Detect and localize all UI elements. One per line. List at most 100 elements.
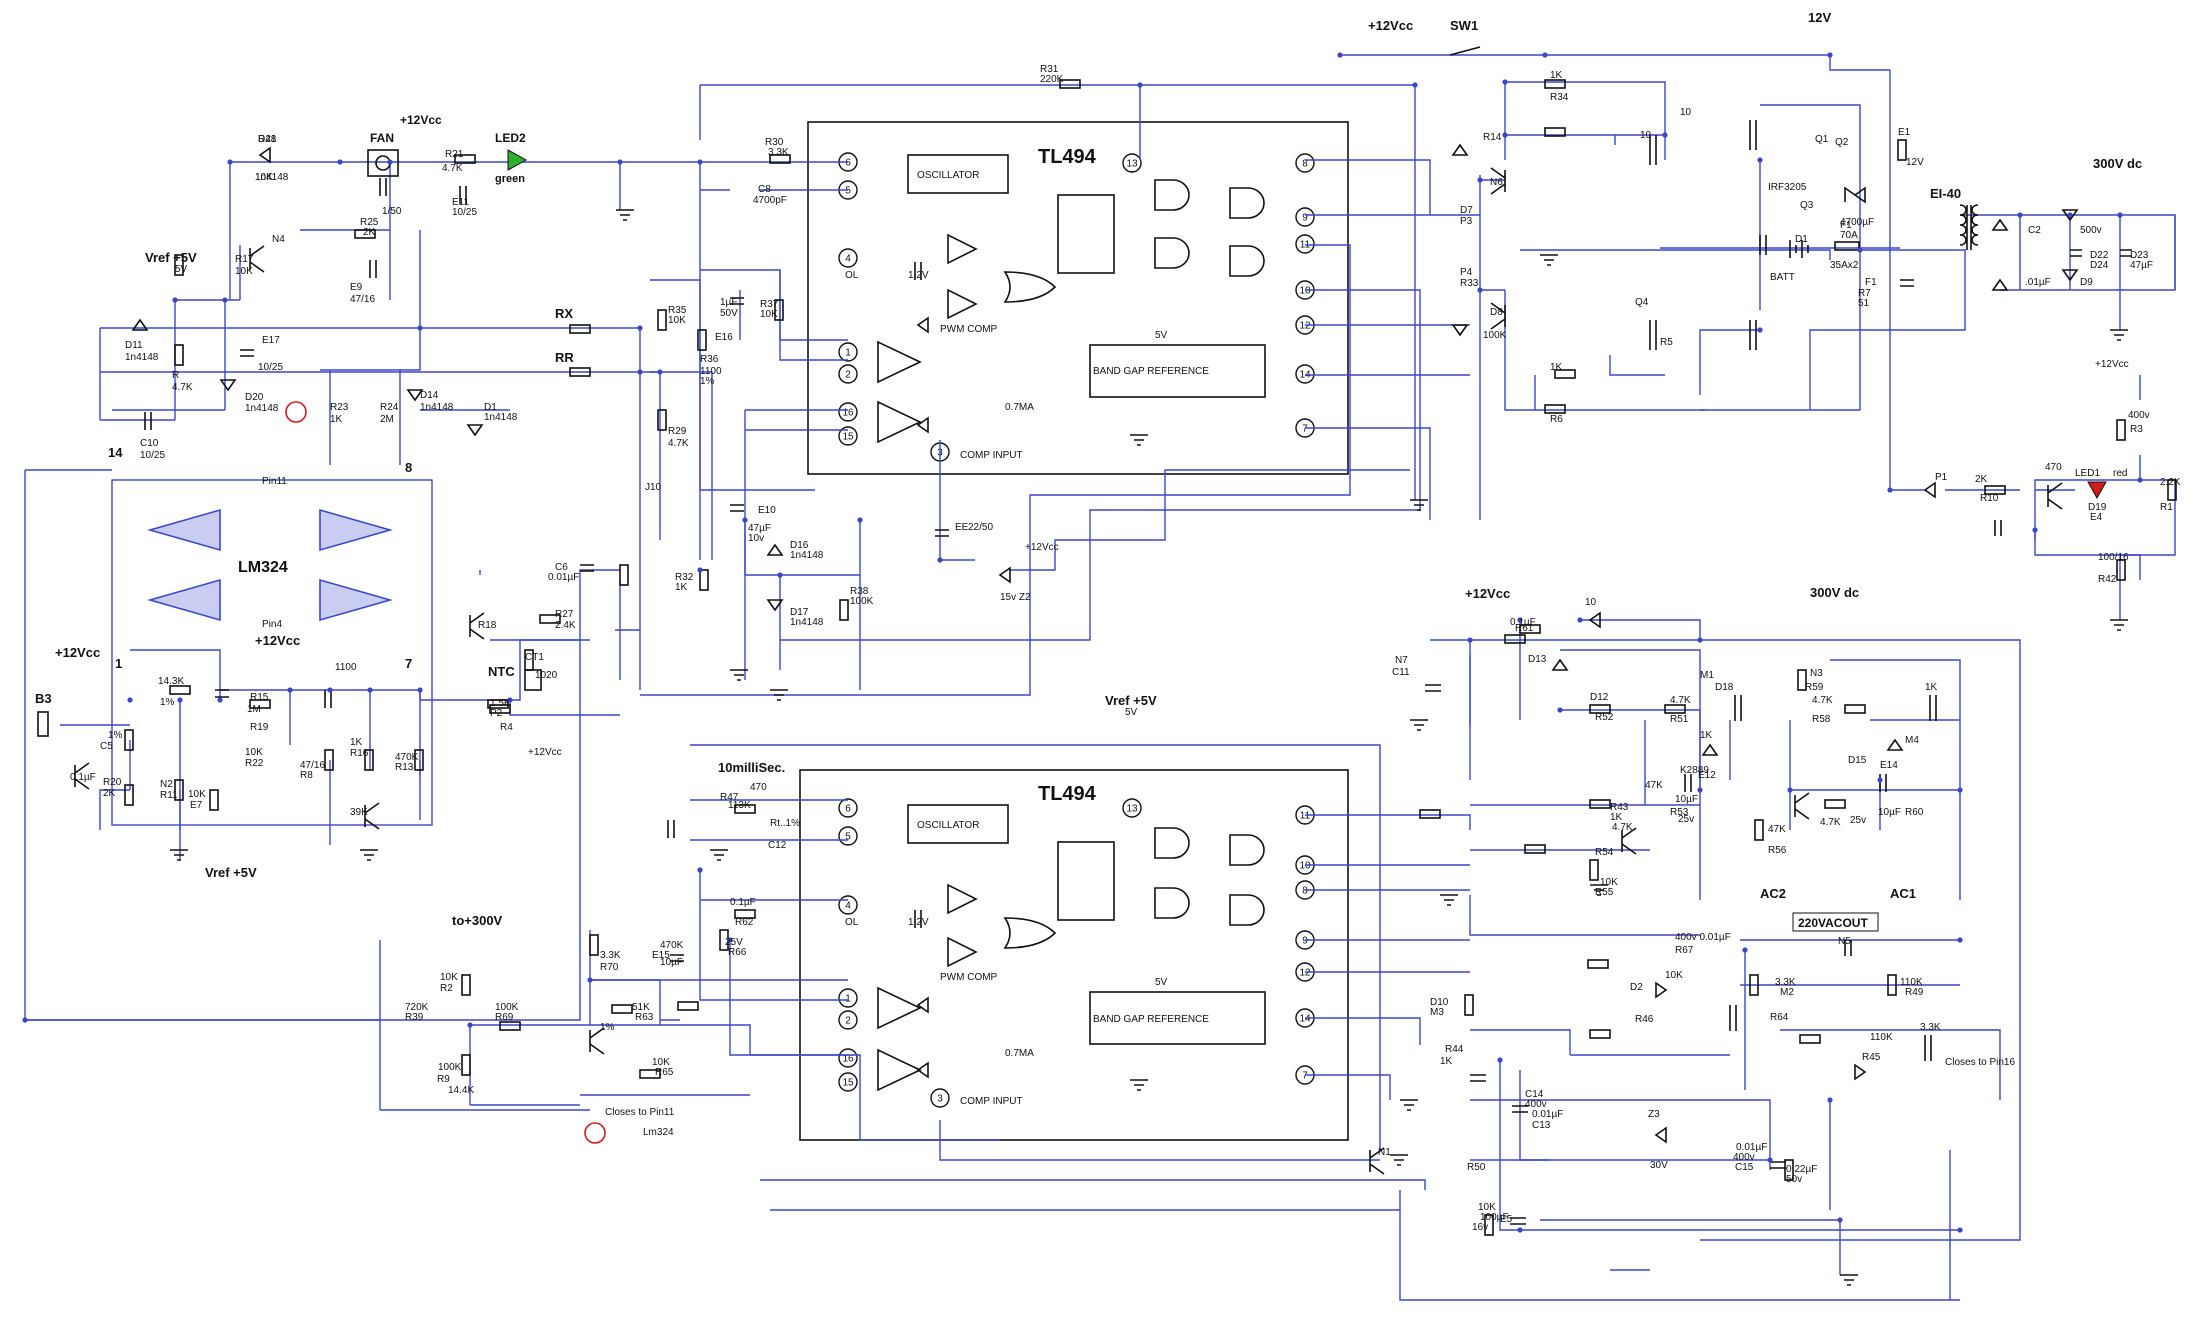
- component-label: E17: [262, 335, 280, 346]
- label-z3v: 30V: [1650, 1160, 1668, 1171]
- component-label: 10µF: [1878, 807, 1901, 818]
- led-markers: [285, 149, 2107, 1144]
- component-label: R22: [245, 758, 264, 769]
- label-ct1: CT1: [525, 652, 544, 663]
- label-lm324-small: Lm324: [643, 1127, 674, 1138]
- label-ntc: NTC: [488, 664, 515, 679]
- junction-dot: [1497, 1057, 1503, 1063]
- junction-dot: [1577, 617, 1583, 623]
- label-vref-mid: Vref +5V: [1105, 693, 1157, 708]
- component-label: R34: [1550, 92, 1569, 103]
- pins_top-pin-label-13: 13: [1126, 159, 1138, 170]
- component-label: K2889: [1680, 765, 1709, 776]
- pins_bottom-pin-label-8: 8: [1302, 886, 1308, 897]
- pins_top-pin-label-5: 5: [845, 186, 851, 197]
- component-label: D8: [1490, 307, 1503, 318]
- component-label: R63: [635, 1012, 654, 1023]
- component-label: 1100: [335, 662, 357, 673]
- junction-dot: [417, 325, 423, 331]
- component-label: 110K: [1870, 1032, 1893, 1043]
- component-label: R56: [1768, 845, 1787, 856]
- component-label: R18: [478, 620, 497, 631]
- component-label: E1: [1898, 127, 1911, 138]
- junction-dot: [1477, 177, 1483, 183]
- component-label: 1%: [600, 1022, 615, 1033]
- junction-dot: [172, 297, 178, 303]
- component-label: 1n4148: [420, 402, 454, 413]
- pins_top-pin-4: [838, 248, 858, 268]
- tl494-bottom-oscillator: OSCILLATOR: [917, 820, 979, 831]
- component-label: 22/50: [968, 522, 993, 533]
- label-f1: F1: [1840, 220, 1852, 231]
- junction-dot: [2067, 212, 2073, 218]
- label-led2: LED2: [495, 131, 526, 145]
- component-label: 0.22µF: [1786, 1164, 1817, 1175]
- component-label: D1: [484, 402, 497, 413]
- pins_bottom-pin-label-2: 2: [845, 1016, 851, 1027]
- component-label: D7: [1460, 205, 1473, 216]
- pins_top-pin-label-1: 1: [845, 348, 851, 359]
- junction-dot: [1502, 79, 1508, 85]
- component-label: 47µF: [2130, 260, 2153, 271]
- component-label: Q2: [1835, 137, 1849, 148]
- junction-dot: [327, 687, 333, 693]
- pins_top-pin-label-9: 9: [1302, 213, 1308, 224]
- component-label: 10K: [235, 266, 253, 277]
- component-label: E14: [1880, 760, 1898, 771]
- junction-dot: [222, 297, 228, 303]
- component-label: R49: [1905, 987, 1924, 998]
- component-label: Rt..1%: [770, 818, 800, 829]
- pins_bottom-pin-6: [838, 798, 858, 818]
- component-labels: D211n4148R1710KN4R252KE947/16E1110/251/5…: [70, 64, 2181, 1233]
- junction-dot: [1837, 1217, 1843, 1223]
- component-label: R33: [1460, 278, 1479, 289]
- label-z3: Z3: [1648, 1109, 1660, 1120]
- pins_top-pin-label-7: 7: [1302, 424, 1308, 435]
- junction-dot: [387, 159, 393, 165]
- component-label: 100µF: [1480, 1212, 1509, 1223]
- component-label: E15: [652, 950, 670, 961]
- component-label: 4.7K: [442, 163, 463, 174]
- component-label: 10K: [245, 747, 263, 758]
- label-12vcc-z2: +12Vcc: [1025, 542, 1059, 553]
- component-label: C12: [768, 840, 787, 851]
- component-label: IRF3205: [1768, 182, 1807, 193]
- component-label: E4: [2090, 512, 2103, 523]
- acout-box: [1792, 912, 1879, 932]
- component-label: R67: [1675, 945, 1694, 956]
- pins_bottom-pin-label-12: 12: [1299, 968, 1311, 979]
- component-label: 220K: [1040, 74, 1064, 85]
- component-label: 25V: [725, 937, 743, 948]
- component-label: R9: [437, 1074, 450, 1085]
- component-label: N5: [1838, 936, 1851, 947]
- junction-dot: [857, 517, 863, 523]
- component-label: E16: [715, 332, 733, 343]
- component-label: 14.3K: [158, 676, 184, 687]
- label-vref-left: Vref +5V: [145, 250, 197, 265]
- component-label: R8: [300, 770, 313, 781]
- component-label: Q3: [1800, 200, 1814, 211]
- component-label: E7: [190, 800, 203, 811]
- component-label: R48: [258, 134, 277, 145]
- component-label: R70: [600, 962, 619, 973]
- component-label: 25v: [1850, 815, 1866, 826]
- component-label: 3.3K: [1775, 977, 1796, 988]
- pins_bottom-pin-16: [838, 1048, 858, 1068]
- component-label: D23: [2130, 250, 2149, 261]
- label-vref-mid5: 5V: [1125, 707, 1138, 718]
- component-label: N4: [272, 234, 285, 245]
- junction-dot: [1757, 157, 1763, 163]
- tl494-top-ol: OL: [845, 270, 859, 281]
- pins_bottom-pin-label-1: 1: [845, 994, 851, 1005]
- label-f1v: 70A: [1840, 230, 1858, 241]
- lm324-pin4: Pin4: [262, 619, 282, 630]
- component-label: 2M: [380, 414, 394, 425]
- component-label: 0.1µF: [1510, 617, 1536, 628]
- component-label: 100K: [850, 596, 874, 607]
- junction-dot: [1742, 947, 1748, 953]
- component-label: R10: [1980, 493, 1999, 504]
- component-label: 100K: [438, 1062, 462, 1073]
- junction-dot: [1827, 1097, 1833, 1103]
- pins_bottom-pin-label-16: 16: [842, 1054, 854, 1065]
- component-label: R69: [495, 1012, 514, 1023]
